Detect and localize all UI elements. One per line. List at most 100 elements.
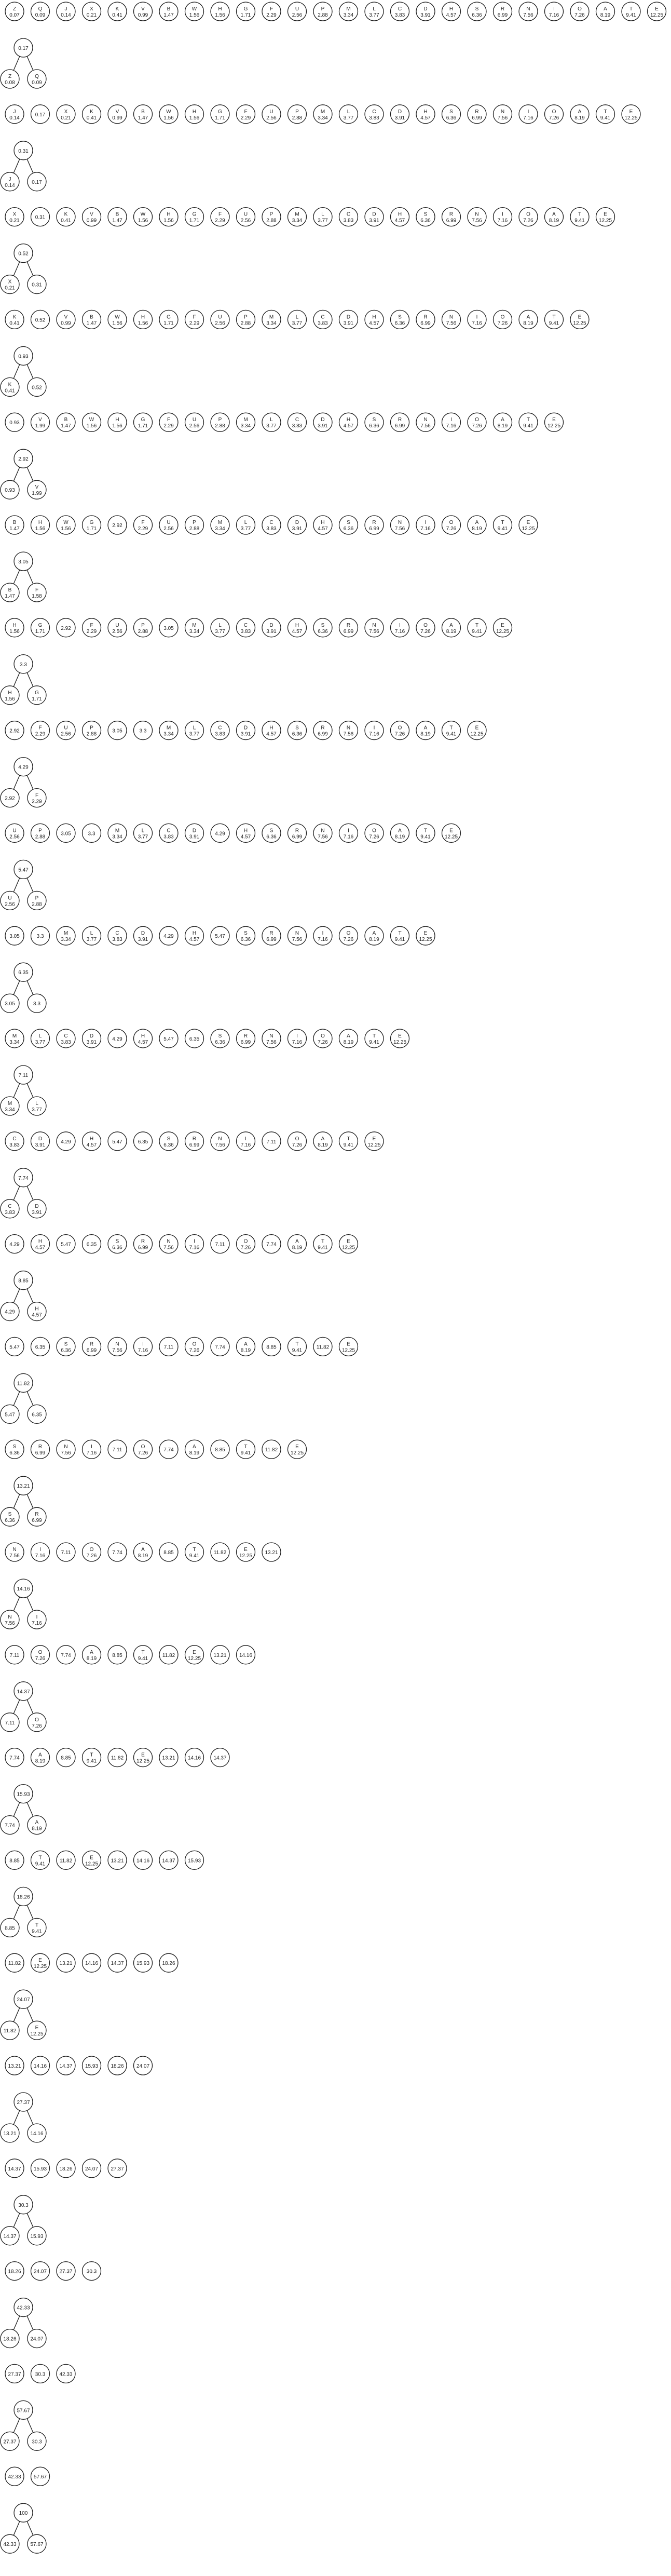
queue-node: K0.41: [56, 207, 76, 227]
merge-edge-left: [13, 56, 20, 71]
queue-node: J0.14: [5, 104, 24, 124]
step-1: Z0.07Q0.09J0.14X0.21K0.41V0.99B1.47W1.56…: [0, 2, 667, 89]
queue-node-symbol: F: [38, 725, 42, 731]
queue-node-weight: 6.99: [292, 834, 303, 840]
merge-edge-left: [13, 1700, 20, 1714]
queue-node-symbol: E: [398, 1033, 402, 1039]
queue-node-circle: [313, 1337, 333, 1357]
queue-node-weight: 3.77: [292, 320, 303, 326]
queue-node: R6.99: [184, 1131, 204, 1151]
queue-node-circle: [107, 104, 127, 124]
queue-node-symbol: H: [38, 1239, 42, 1245]
queue-node-circle: [390, 309, 410, 330]
merge-left-child: U2.56: [0, 891, 20, 911]
queue-node-weight: 8.19: [395, 834, 405, 840]
queue-node-weight: 3.34: [61, 937, 71, 942]
queue-node-symbol: N: [167, 1239, 170, 1245]
queue-node-symbol: E: [38, 1958, 42, 1963]
queue-node: X0.21: [56, 104, 76, 124]
queue-node: S6.36: [467, 2, 487, 21]
queue-node-circle: [492, 207, 513, 227]
queue-node-symbol: C: [244, 623, 248, 628]
step-7: H1.56G1.712.92F2.29U2.56P2.883.05M3.34L3…: [0, 618, 513, 705]
merge-left-child-weight: 6.36: [5, 1518, 15, 1523]
queue-node-weight: 6.99: [87, 1347, 97, 1353]
queue-node-symbol: V: [141, 6, 145, 12]
queue-node-circle: [544, 412, 564, 432]
queue-node-circle: [107, 2, 127, 21]
queue-node-weight: 3.91: [344, 320, 354, 326]
queue-node: 24.07: [133, 2056, 153, 2075]
queue-node-weight: 8.19: [189, 1450, 200, 1456]
queue-node-circle: [313, 926, 333, 946]
queue-node-weight: 6.99: [420, 320, 431, 326]
merge-left-child-weight: 8.85: [5, 1925, 15, 1931]
queue-node: H4.57: [416, 104, 435, 124]
queue-node-symbol: O: [423, 623, 428, 628]
queue-node-circle: [184, 926, 204, 946]
queue-node-weight: 7.11: [113, 1447, 122, 1453]
queue-node-circle: [159, 926, 179, 946]
queue-node-symbol: H: [295, 623, 299, 628]
queue-node: 0.52: [30, 309, 50, 330]
queue-node: N7.56: [390, 515, 410, 535]
queue-node-circle: [30, 1747, 50, 1768]
queue-node-weight: 3.77: [215, 629, 225, 635]
merge-right-child-circle: [27, 1199, 47, 1219]
merge-right-child-weight: 12.25: [30, 2031, 43, 2037]
queue-node-circle: [159, 1234, 179, 1254]
queue-node-symbol: N: [526, 6, 530, 12]
queue-node-circle: [492, 618, 513, 638]
merge-left-child-circle: [0, 172, 20, 192]
queue-node-weight: 2.29: [138, 526, 148, 532]
queue-node-weight: 14.37: [213, 1756, 226, 1761]
merge-left-child-circle: [0, 1199, 20, 1219]
queue-node: S6.36: [5, 1439, 24, 1459]
queue-node-circle: [159, 720, 179, 740]
queue-node-circle: [262, 1131, 281, 1151]
queue-node-circle: [56, 1645, 76, 1665]
merge-root-node-weight: 4.29: [18, 765, 29, 771]
queue-node: 14.16: [81, 1953, 102, 1973]
queue-node-symbol: X: [64, 109, 68, 115]
queue-node-circle: [56, 720, 76, 740]
queue-node-weight: 5.47: [215, 934, 225, 939]
queue-node-circle: [56, 1131, 76, 1151]
queue-node-circle: [81, 2, 102, 21]
queue-node: C3.83: [5, 1131, 24, 1151]
queue-node: 18.26: [107, 2056, 127, 2075]
queue-node: 8.85: [210, 1439, 230, 1459]
merge-root-node-weight: 18.26: [17, 1894, 30, 1900]
merge-root-node-circle: [13, 1579, 33, 1598]
queue-node-weight: 14.37: [162, 1858, 175, 1864]
queue-node-symbol: N: [64, 1444, 67, 1450]
queue-node-symbol: M: [167, 725, 171, 731]
merge-root-node-weight: 14.37: [17, 1689, 30, 1695]
merge-right-child-weight: 14.16: [30, 2131, 43, 2137]
queue-node-circle: [30, 1850, 50, 1870]
queue-node-weight: 0.93: [9, 420, 20, 426]
merge-right-child-circle: [27, 2431, 47, 2451]
queue-node-weight: 7.16: [395, 629, 405, 635]
queue-node-weight: 7.16: [472, 320, 482, 326]
queue-node-weight: 3.83: [266, 526, 277, 532]
queue-node-weight: 7.11: [267, 1139, 277, 1145]
queue-node-symbol: D: [423, 6, 427, 12]
queue-node-weight: 8.19: [574, 115, 585, 121]
merge-right-child-weight: 0.52: [32, 385, 42, 390]
queue-node-weight: 9.41: [498, 526, 508, 532]
queue-node: B1.47: [107, 207, 127, 227]
queue-node-weight: 3.91: [266, 629, 277, 635]
queue-node-weight: 0.21: [61, 115, 71, 121]
queue-node-circle: [338, 823, 359, 843]
queue-node-circle: [56, 1747, 76, 1768]
queue-node-weight: 4.57: [369, 320, 379, 326]
queue-node-symbol: O: [526, 212, 530, 218]
queue-node-weight: 7.26: [498, 320, 508, 326]
queue-node: O7.26: [30, 1645, 50, 1665]
queue-node-circle: [364, 926, 384, 946]
queue-node: A8.19: [287, 1234, 307, 1254]
queue-node: I7.16: [364, 720, 384, 740]
queue-node-weight: 8.19: [318, 1142, 328, 1148]
